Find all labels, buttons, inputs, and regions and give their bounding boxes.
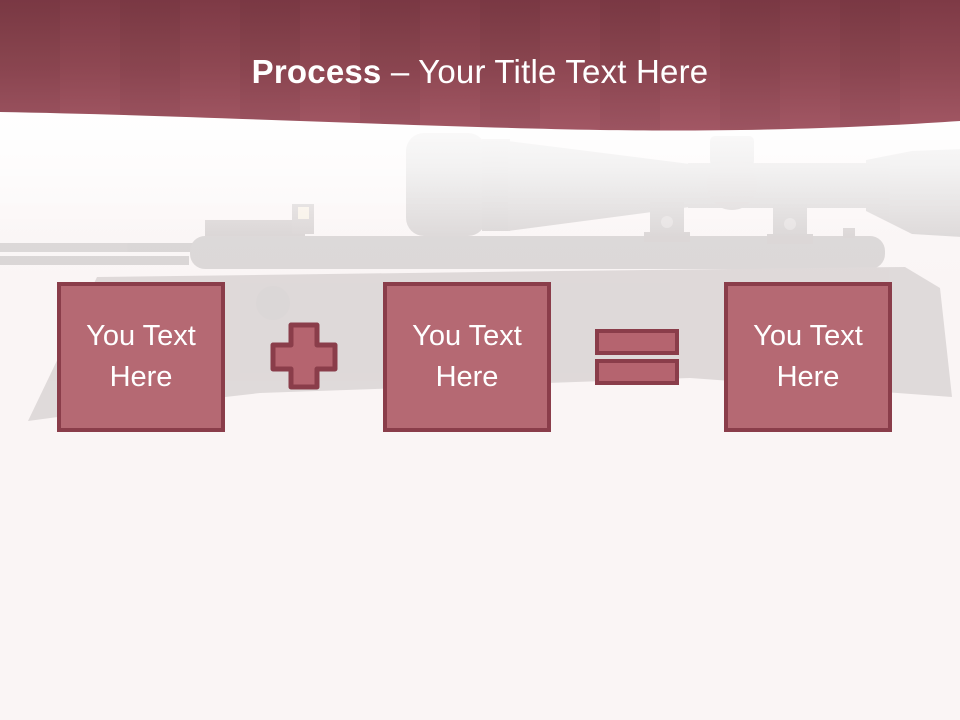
slide-title-emphasis: Process bbox=[251, 53, 382, 90]
header-fade bbox=[0, 108, 960, 238]
process-box-3[interactable]: You Text Here bbox=[724, 282, 892, 432]
process-box-1-label: You Text Here bbox=[86, 320, 196, 393]
process-box-1[interactable]: You Text Here bbox=[57, 282, 225, 432]
process-box-2-label: You Text Here bbox=[412, 320, 522, 393]
plus-icon bbox=[270, 322, 338, 390]
slide-title[interactable]: Process – Your Title Text Here bbox=[0, 53, 960, 91]
process-box-3-label: You Text Here bbox=[753, 320, 863, 393]
slide-title-rest: – Your Title Text Here bbox=[381, 53, 709, 90]
header-band bbox=[0, 0, 960, 131]
equals-icon bbox=[595, 329, 679, 385]
process-box-2[interactable]: You Text Here bbox=[383, 282, 551, 432]
